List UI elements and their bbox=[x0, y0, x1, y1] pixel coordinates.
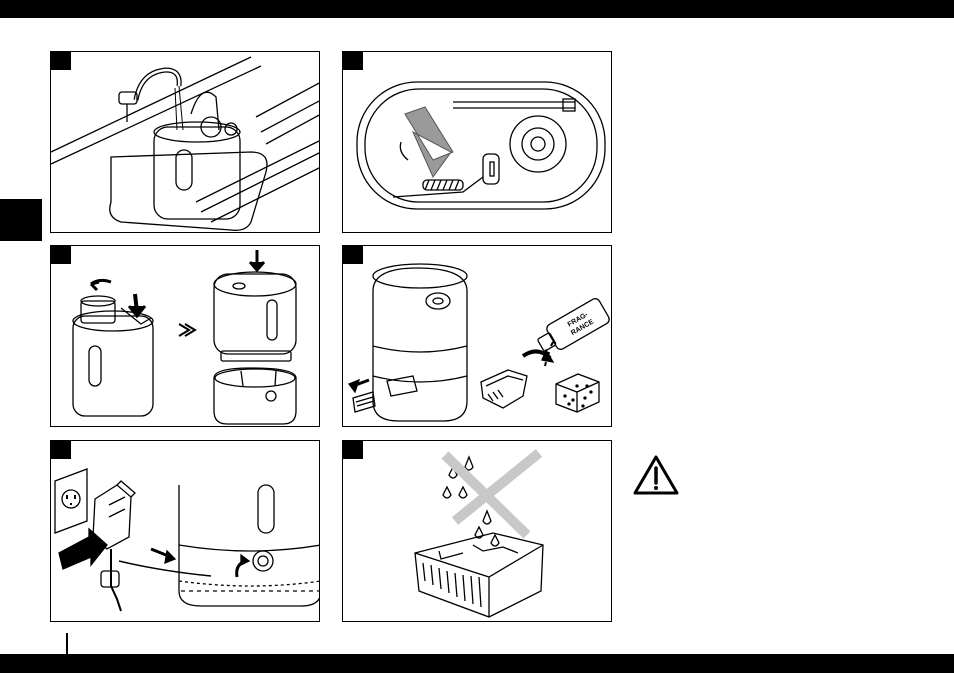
illustration-panel-5 bbox=[50, 440, 320, 622]
fragrance-box-drawing: FRAG- RANCE bbox=[343, 246, 612, 427]
base-top-view-drawing bbox=[343, 52, 612, 233]
cap-assembly-drawing bbox=[51, 246, 320, 427]
illustration-panel-6 bbox=[342, 440, 612, 622]
illustration-panel-3 bbox=[50, 245, 320, 427]
section-tab-marker bbox=[0, 199, 42, 241]
illustration-panel-2 bbox=[342, 51, 612, 233]
page-edge-mark bbox=[66, 633, 68, 654]
bottom-black-bar bbox=[0, 654, 954, 673]
illustration-panel-1 bbox=[50, 51, 320, 233]
top-black-bar bbox=[0, 0, 954, 18]
power-adapter-drawing bbox=[51, 441, 320, 622]
illustration-panel-4: FRAG- RANCE bbox=[342, 245, 612, 427]
warning-triangle-icon bbox=[633, 455, 679, 495]
sink-tank-drawing bbox=[51, 52, 320, 233]
no-water-drawing bbox=[343, 441, 612, 622]
